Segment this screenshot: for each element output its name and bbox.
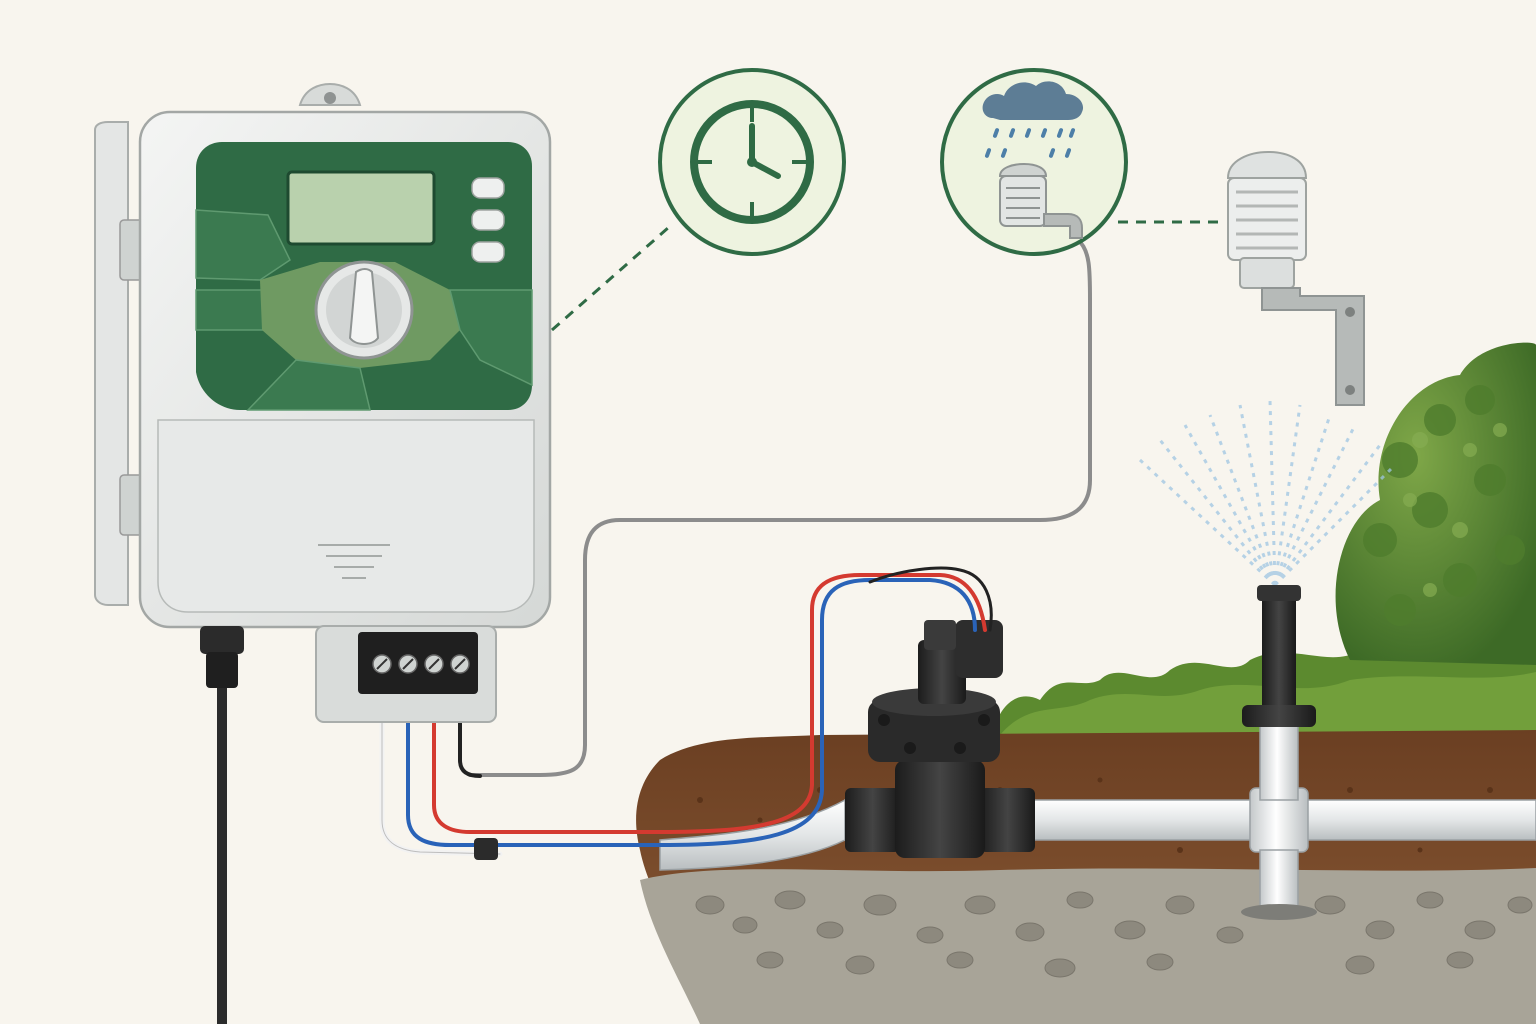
clock-icon <box>690 100 814 224</box>
shrub-icon <box>1335 342 1536 665</box>
rain-sensor-icon <box>1226 150 1365 406</box>
wire-black-valve <box>868 566 993 632</box>
controller-timer-connector <box>551 226 669 332</box>
controller-button-3 <box>471 241 505 263</box>
lower-cover <box>157 419 535 613</box>
wire-blue <box>406 578 977 847</box>
rain-sensor-callout <box>940 68 1128 256</box>
vent-lines <box>318 544 390 579</box>
gravel-layer <box>640 868 1536 1024</box>
mini-rain-sensor-icon <box>998 162 1083 239</box>
controller-button-1 <box>471 177 505 199</box>
wire-red <box>432 573 987 834</box>
valve-wires <box>379 566 993 860</box>
controller-button-2 <box>471 209 505 231</box>
pop-up-sprinkler-icon <box>1242 585 1316 727</box>
lcd-screen <box>286 170 436 246</box>
wire-white-outline <box>381 691 501 855</box>
rain-cloud-icon <box>982 81 1084 158</box>
wire-black <box>458 690 482 778</box>
sensor-wire <box>468 238 1092 777</box>
terminal-strip <box>358 632 478 694</box>
gravel-stones <box>695 890 1533 978</box>
sprinkler-riser <box>1259 719 1299 801</box>
solenoid-valve-icon <box>845 620 1035 858</box>
sprinkler-spray <box>1138 399 1397 587</box>
irrigation-controller-icon <box>94 82 552 1024</box>
sensor-bracket <box>1261 287 1365 406</box>
wire-clip <box>474 838 498 860</box>
drain-riser <box>1259 849 1299 911</box>
timer-callout <box>658 68 846 256</box>
